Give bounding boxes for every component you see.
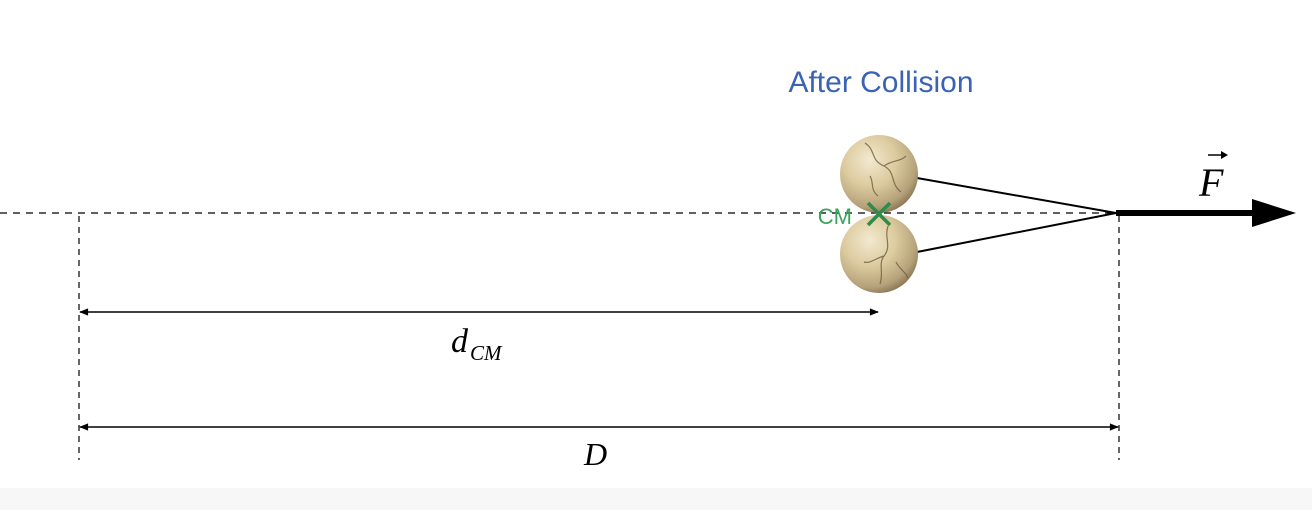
cm-marker-icon (866, 201, 892, 227)
force-arrow-head (1252, 199, 1296, 227)
bottom-band (0, 488, 1312, 510)
d-total-label: D (583, 436, 607, 472)
cm-label: CM (818, 204, 852, 229)
lower-ball-crack (863, 225, 909, 285)
lower-string (916, 212, 1117, 253)
d-cm-label-main: d (451, 323, 469, 360)
upper-ball-crack (864, 142, 907, 197)
diagram-title: After Collision (788, 66, 973, 99)
lower-ball (840, 215, 918, 293)
d-cm-label: dCM (451, 323, 503, 365)
upper-string (916, 177, 1117, 214)
force-vector-arrow-icon (1208, 151, 1228, 159)
upper-ball (840, 135, 918, 213)
d-cm-label-subscript: CM (470, 341, 503, 365)
force-label: F (1198, 160, 1224, 205)
